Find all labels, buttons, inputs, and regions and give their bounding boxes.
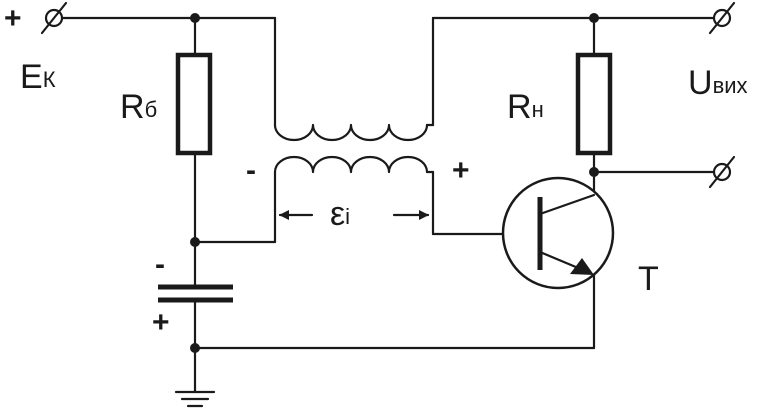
- secondary-coil: [273, 155, 429, 174]
- transistor-t: [501, 176, 615, 350]
- capacitor-minus-sign: -: [155, 248, 165, 281]
- ground-symbol: [174, 346, 216, 408]
- rb-label: Rб: [120, 88, 157, 126]
- rn-label: Rн: [507, 88, 544, 126]
- output-terminal-top: [708, 1, 736, 35]
- junction-dot: [190, 13, 200, 23]
- coil-plus-sign: +: [452, 154, 470, 187]
- supply-plus-sign: +: [4, 2, 22, 35]
- transistor-label: T: [638, 260, 659, 298]
- resistor-rb: [175, 16, 213, 244]
- coil-minus-sign: -: [246, 154, 256, 187]
- capacitor-plus-sign: +: [152, 306, 170, 339]
- supply-terminal: [40, 1, 68, 35]
- supply-rail: [46, 16, 277, 127]
- output-voltage-label: Uвих: [688, 64, 748, 102]
- capacitor: [158, 240, 233, 350]
- resistor-rn: [575, 16, 613, 197]
- emf-label: εi: [330, 195, 350, 233]
- output-collector-lead: [592, 155, 736, 189]
- primary-coil: [273, 123, 429, 142]
- primary-coil-right-lead: [425, 16, 720, 127]
- supply-voltage-label: EК: [20, 58, 56, 96]
